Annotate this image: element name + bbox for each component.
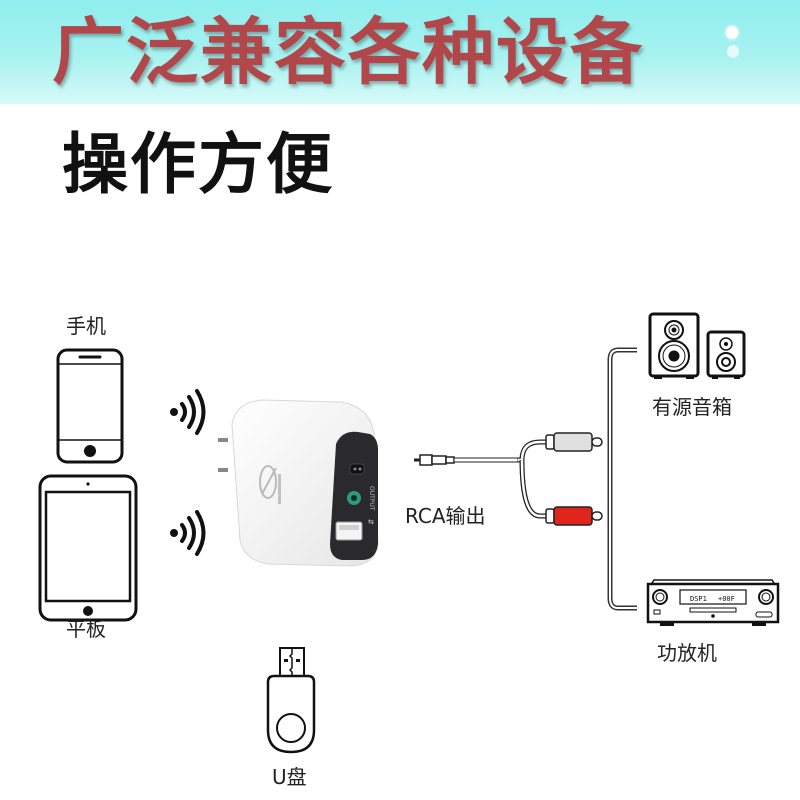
speaker-icon bbox=[648, 312, 746, 379]
tablet-icon bbox=[38, 474, 138, 622]
banner-title: 广泛兼容各种设备 bbox=[52, 10, 645, 94]
amplifier-display-text: +00F bbox=[718, 595, 735, 603]
usb-flash-drive-icon bbox=[266, 647, 316, 754]
amplifier-label: 功放机 bbox=[657, 641, 717, 665]
rca-output-label: RCA输出 bbox=[405, 504, 486, 528]
smartphone-icon bbox=[56, 348, 124, 464]
brand-logo bbox=[259, 465, 281, 504]
rca-white-plug bbox=[553, 432, 593, 452]
connection-bracket bbox=[607, 347, 637, 611]
top-banner: 广泛兼容各种设备 bbox=[0, 0, 800, 104]
decorative-dot bbox=[726, 26, 738, 39]
svg-text:⇆: ⇆ bbox=[368, 518, 374, 526]
rca-red-plug bbox=[553, 506, 593, 526]
phone-label: 手机 bbox=[66, 314, 106, 338]
speaker-label: 有源音箱 bbox=[652, 395, 732, 419]
output-port-label: OUTPUT bbox=[368, 486, 375, 511]
usb-drive-label: U盘 bbox=[272, 765, 307, 789]
bluetooth-receiver-device: OUTPUT ⇆ bbox=[218, 399, 379, 567]
amplifier-icon: DSP1 +00F bbox=[646, 579, 780, 626]
rca-cable bbox=[414, 432, 603, 526]
wireless-signal-icon bbox=[170, 510, 206, 556]
tablet-label: 平板 bbox=[66, 617, 106, 641]
wireless-signal-icon bbox=[170, 389, 206, 435]
section-heading: 操作方便 bbox=[62, 126, 334, 203]
amplifier-display-text: DSP1 bbox=[690, 595, 707, 603]
decorative-dot bbox=[727, 45, 739, 58]
